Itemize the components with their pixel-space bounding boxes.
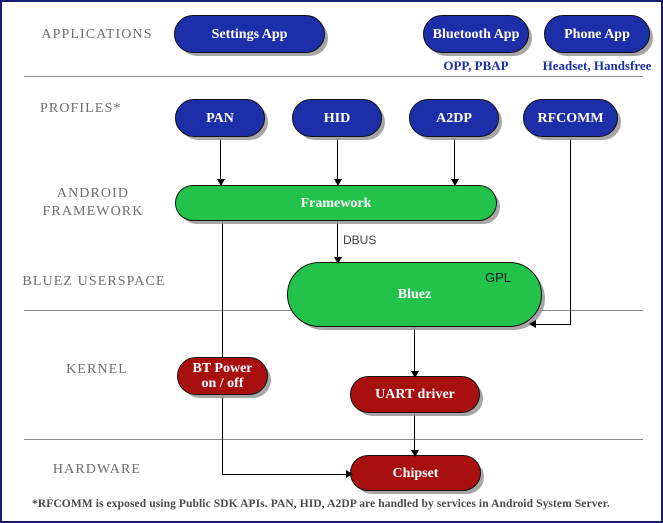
node-bt-power[interactable]: BT Power on / off bbox=[177, 357, 268, 395]
connector-framework-to-btpower bbox=[222, 221, 223, 474]
tier-label-android-framework: ANDROID FRAMEWORK bbox=[42, 186, 144, 219]
arrowhead-framework-to-bluez bbox=[334, 257, 342, 264]
divider-applications-profiles bbox=[24, 76, 643, 77]
node-bluez[interactable]: Bluez bbox=[287, 262, 542, 327]
connector-btpower-to-chipset bbox=[222, 474, 349, 475]
tier-label-profiles: PROFILES* bbox=[40, 101, 122, 116]
node-pan[interactable]: PAN bbox=[175, 99, 265, 137]
tier-label-hardware: HARDWARE bbox=[52, 462, 142, 477]
divider-kernel-hardware bbox=[24, 439, 643, 440]
annotation-phone-app-profiles: Headset, Handsfree bbox=[542, 58, 652, 73]
connector-pan-to-framework bbox=[220, 138, 221, 182]
arrowhead-rfcomm-to-bluez bbox=[529, 320, 536, 328]
node-a2dp[interactable]: A2DP bbox=[409, 99, 499, 137]
connector-framework-to-bluez bbox=[337, 221, 338, 259]
node-rfcomm[interactable]: RFCOMM bbox=[523, 99, 618, 137]
connector-uart-to-chipset bbox=[414, 412, 415, 454]
node-chipset[interactable]: Chipset bbox=[350, 455, 481, 491]
node-phone-app[interactable]: Phone App bbox=[544, 15, 650, 53]
arrowhead-btpower-to-chipset bbox=[346, 470, 353, 478]
connector-hid-to-framework bbox=[337, 138, 338, 182]
connector-bluez-to-uart bbox=[414, 327, 415, 373]
arrowhead-bluez-to-uart bbox=[411, 371, 419, 378]
tier-label-kernel: KERNEL bbox=[66, 362, 128, 377]
node-bluetooth-app[interactable]: Bluetooth App bbox=[423, 15, 529, 53]
connector-rfcomm-vertical bbox=[570, 138, 571, 325]
tier-label-applications: APPLICATIONS bbox=[41, 27, 153, 42]
connector-rfcomm-horizontal bbox=[535, 324, 571, 325]
diagram-footnote: *RFCOMM is exposed using Public SDK APIs… bbox=[32, 498, 610, 510]
arrowhead-hid-to-framework bbox=[334, 179, 342, 186]
arrowhead-pan-to-framework bbox=[217, 179, 225, 186]
node-bluez-license-tag: GPL bbox=[485, 270, 512, 285]
node-settings-app[interactable]: Settings App bbox=[174, 15, 325, 53]
tier-label-bluez-userspace: BLUEZ USERSPACE bbox=[22, 274, 166, 289]
edge-label-dbus: DBUS bbox=[343, 233, 377, 247]
arrowhead-a2dp-to-framework bbox=[451, 179, 459, 186]
node-uart-driver[interactable]: UART driver bbox=[350, 376, 480, 413]
node-framework[interactable]: Framework bbox=[175, 185, 497, 221]
node-hid[interactable]: HID bbox=[292, 99, 382, 137]
node-bluez-label: Bluez bbox=[397, 287, 432, 302]
connector-a2dp-to-framework bbox=[454, 138, 455, 182]
arrowhead-uart-to-chipset bbox=[411, 450, 419, 457]
annotation-bluetooth-app-profiles: OPP, PBAP bbox=[443, 58, 509, 73]
